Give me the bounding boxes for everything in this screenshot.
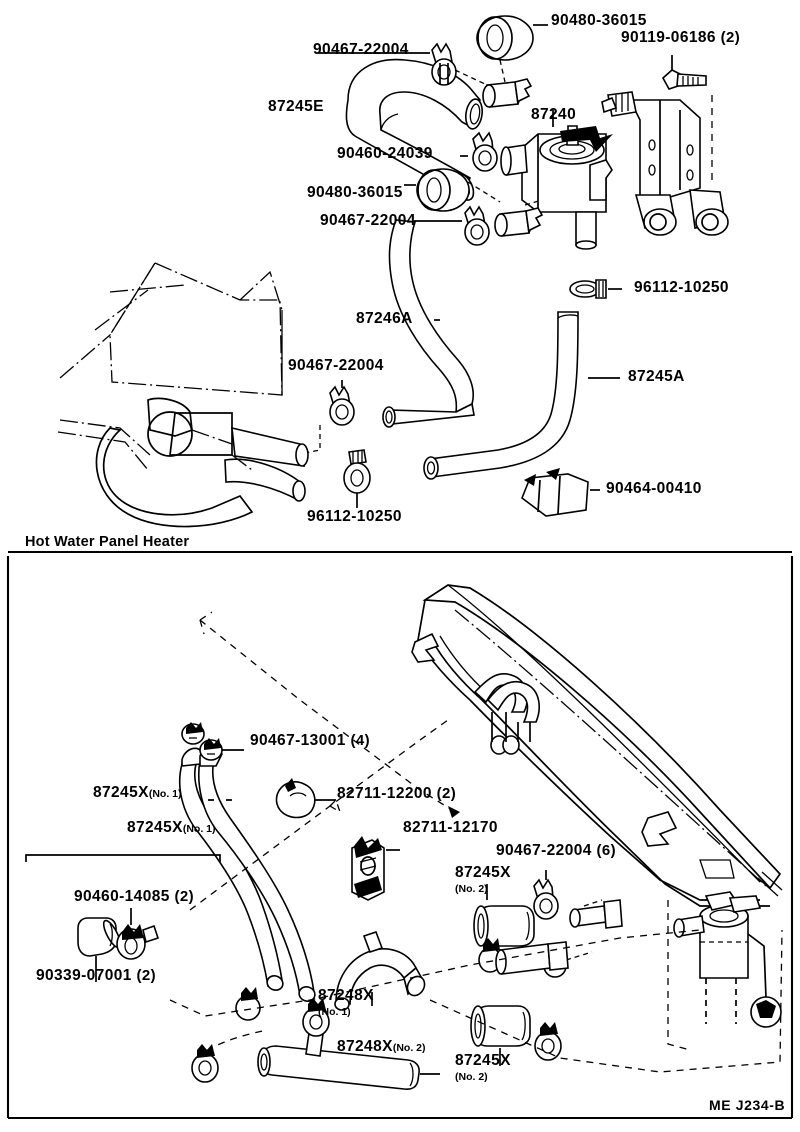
assembly-boundary-left: [195, 1029, 269, 1059]
clamp-90467-22004-second: [414, 205, 544, 246]
assembly-boundary-diagonal: [189, 719, 449, 911]
section-title-hot-water-panel-heater: Hot Water Panel Heater: [25, 534, 190, 550]
label-90339-07001: 90339-07001 (2): [36, 967, 157, 984]
assembly-dash-4: [524, 199, 543, 206]
heater-valve-unit-bottom-right: [667, 891, 782, 1051]
label-90464-00410: 90464-00410: [606, 480, 702, 497]
clamp-90467-22004-top: [318, 42, 457, 86]
grommet-90480-36015-second: [404, 168, 470, 212]
pipe-stub-top: [482, 78, 533, 108]
label-90467-22004-six: 90467-22004 (6): [496, 842, 617, 859]
clamp-90460-24039: [460, 131, 498, 172]
clamp-82711-12200: [275, 778, 336, 819]
assembly-boundary-right: [429, 929, 783, 1073]
sleeve-87245X-no2-center: [473, 884, 535, 947]
clip-90467-13001-a: [181, 722, 205, 745]
diagram-corner-code: ME J234-B: [709, 1097, 786, 1113]
label-90460-14085: 90460-14085 (2): [74, 888, 195, 905]
hose-87245X-no1-pair: [178, 746, 316, 1002]
valve-mounting-bracket: [601, 91, 729, 236]
assembly-dash-3: [467, 181, 501, 203]
bolt-90119-06186: [661, 55, 707, 90]
label-82711-12200: 82711-12200 (2): [337, 785, 457, 802]
label-90480-36015-top: 90480-36015: [551, 12, 647, 29]
label-96112-10250-lower: 96112-10250: [307, 508, 402, 525]
label-90119-06186: 90119-06186 (2): [621, 29, 741, 46]
label-90480-36015-second: 90480-36015: [307, 184, 403, 201]
label-82711-12170: 82711-12170: [403, 819, 498, 836]
assembly-dash-1: [454, 69, 486, 85]
clamp-right-sleeve-a: [534, 1022, 562, 1061]
clip-90467-13001-b: [199, 738, 244, 761]
label-87245A: 87245A: [628, 368, 685, 385]
label-87248X-no2: 87248X(No. 2): [337, 1038, 426, 1055]
clamp-96112-10250-upper: [569, 279, 622, 299]
assembly-arrow-head-c: [328, 798, 342, 814]
assembly-boundary-upper: [169, 929, 701, 1017]
label-87246A: 87246A: [356, 310, 413, 327]
grommet-90480-36015-top: [476, 15, 548, 61]
label-90467-22004-second: 90467-22004: [320, 212, 416, 229]
clamp-bottom-left-a: [191, 1044, 219, 1083]
hose-87246A: [382, 219, 475, 428]
clamp-center-lower: [302, 998, 330, 1037]
assembly-dash-2: [499, 59, 506, 83]
pipe-stub-bottom: [569, 899, 623, 929]
assembly-arrow-head-b: [448, 806, 460, 818]
label-96112-10250-upper: 96112-10250: [634, 279, 729, 296]
clamp-96112-10250-lower: [343, 449, 371, 508]
sleeve-87245X-no2-right: [470, 1005, 531, 1066]
label-87248X-no1: 87248X (No. 1): [318, 987, 374, 1019]
clamp-90467-22004-third: [294, 380, 355, 456]
bracket-90464-00410: [521, 468, 600, 517]
label-87245E: 87245E: [268, 98, 324, 115]
clamp-82711-12170: [351, 836, 400, 901]
engine-block-outline: [57, 262, 309, 528]
subgroup-bracket: [25, 854, 221, 862]
label-90467-13001: 90467-13001 (4): [250, 732, 371, 749]
instrument-panel-structure: [411, 584, 783, 907]
hose-87245A: [423, 311, 620, 480]
sleeve-90339-07001: [77, 917, 122, 982]
hose-87248X-no1: [334, 930, 426, 1011]
label-90460-24039: 90460-24039: [337, 145, 433, 162]
label-90467-22004-third: 90467-22004: [288, 357, 384, 374]
water-valve-87240: [500, 110, 613, 250]
label-87240: 87240: [531, 106, 577, 123]
clamp-90467-22004-six: [533, 870, 559, 920]
pipe-mid-right: [495, 941, 569, 975]
label-87245X-no2-right: 87245X (No. 2): [455, 1052, 511, 1084]
clamp-bottom-left-b: [235, 987, 261, 1021]
label-87245X-no2-center: 87245X (No. 2): [455, 864, 511, 896]
clamp-90460-14085: [116, 908, 160, 960]
label-90467-22004-top: 90467-22004: [313, 41, 409, 58]
label-87245X-no1-a: 87245X(No. 1): [93, 784, 182, 801]
assembly-arrow-head-a: [199, 611, 213, 635]
label-87245X-no1-b: 87245X(No. 1): [127, 819, 216, 836]
